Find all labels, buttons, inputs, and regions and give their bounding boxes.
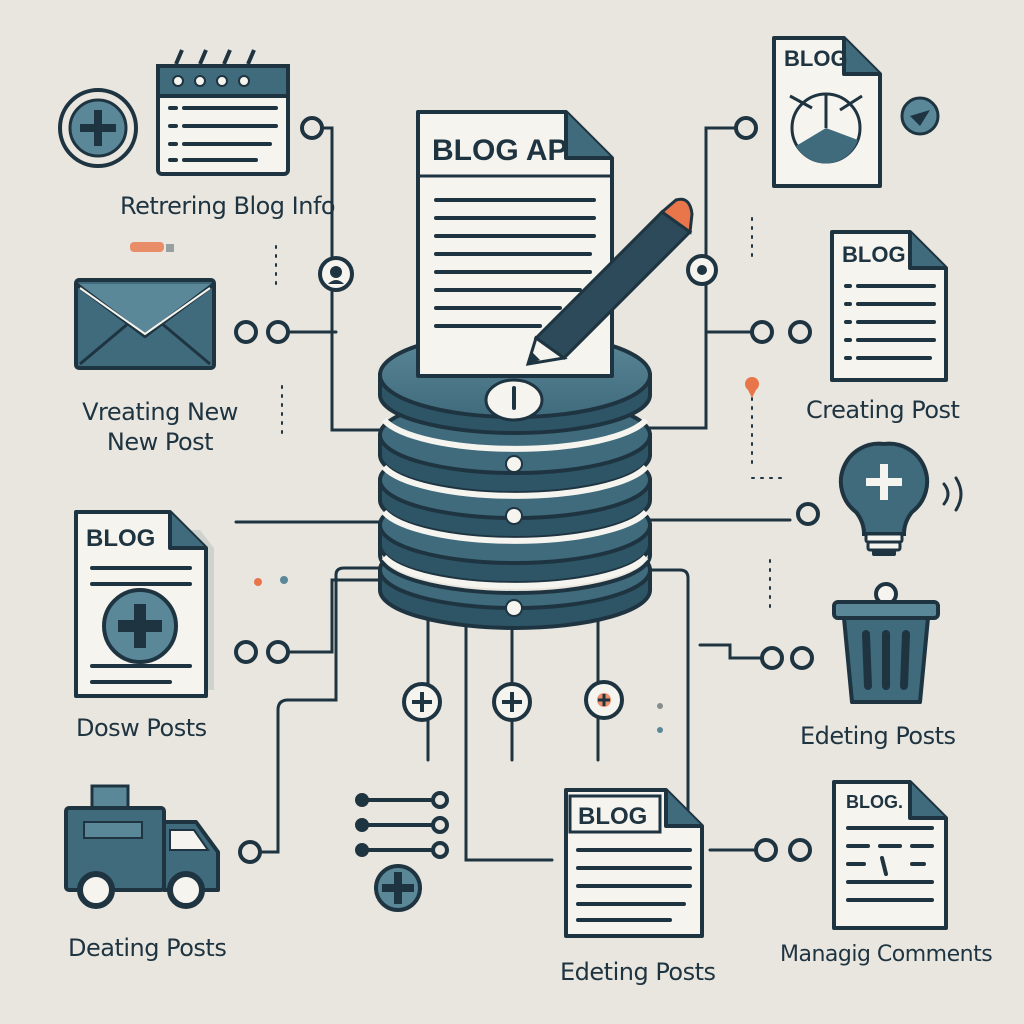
list-sliders-icon bbox=[355, 793, 434, 857]
envelope-icon bbox=[74, 278, 216, 370]
label-creating-new-line1: Vreating New bbox=[82, 398, 238, 426]
pencil-icon bbox=[525, 197, 694, 366]
label-edeting-posts-right: Edeting Posts bbox=[800, 722, 956, 750]
label-dosw-posts: Dosw Posts bbox=[76, 714, 207, 742]
tiny-dots bbox=[657, 703, 663, 733]
pin-marker-icon bbox=[745, 377, 759, 398]
label-creating-post: Creating Post bbox=[806, 396, 960, 424]
accent-mark bbox=[130, 242, 174, 252]
truck-icon bbox=[64, 784, 220, 909]
top-right-doc-title: BLOG bbox=[784, 46, 848, 71]
bottom-doc-title: BLOG bbox=[578, 803, 647, 830]
calendar-document-icon bbox=[156, 49, 290, 176]
tiny-marker bbox=[254, 576, 288, 586]
user-marker-icon bbox=[318, 256, 354, 292]
status-node-icon bbox=[686, 254, 718, 286]
settings-node-icon bbox=[584, 680, 624, 720]
comments-doc-title: BLOG. bbox=[846, 792, 903, 812]
add-node-1-icon bbox=[402, 682, 442, 722]
info-circle-icon bbox=[900, 96, 940, 136]
add-circle-icon bbox=[58, 88, 138, 168]
label-managing-comments: Managig Comments bbox=[780, 942, 993, 967]
blog-document-chart-icon: BLOG bbox=[772, 36, 882, 188]
add-node-2-icon bbox=[492, 682, 532, 722]
label-creating-new-line2: New Post bbox=[106, 428, 214, 456]
connector-dots bbox=[234, 116, 820, 864]
label-retrieving-blog-info: Retrering Blog Info bbox=[120, 192, 336, 220]
central-doc-title: BLOG AP bbox=[432, 134, 568, 167]
trash-can-icon bbox=[832, 582, 940, 704]
blog-document-add-icon: BLOG bbox=[74, 510, 214, 698]
blog-document-comments-icon: BLOG. bbox=[832, 780, 948, 930]
label-deating-posts: Deating Posts bbox=[68, 934, 227, 962]
add-circle-small-icon bbox=[374, 864, 422, 912]
right-doc-title: BLOG bbox=[842, 242, 906, 267]
lightbulb-icon bbox=[838, 441, 963, 556]
blog-document-bottom-icon: BLOG bbox=[564, 788, 704, 938]
label-edeting-posts-bottom: Edeting Posts bbox=[560, 958, 716, 986]
left-doc-title: BLOG bbox=[86, 525, 155, 552]
dotted-connectors bbox=[275, 217, 789, 615]
blog-document-right-icon: BLOG bbox=[830, 230, 948, 382]
